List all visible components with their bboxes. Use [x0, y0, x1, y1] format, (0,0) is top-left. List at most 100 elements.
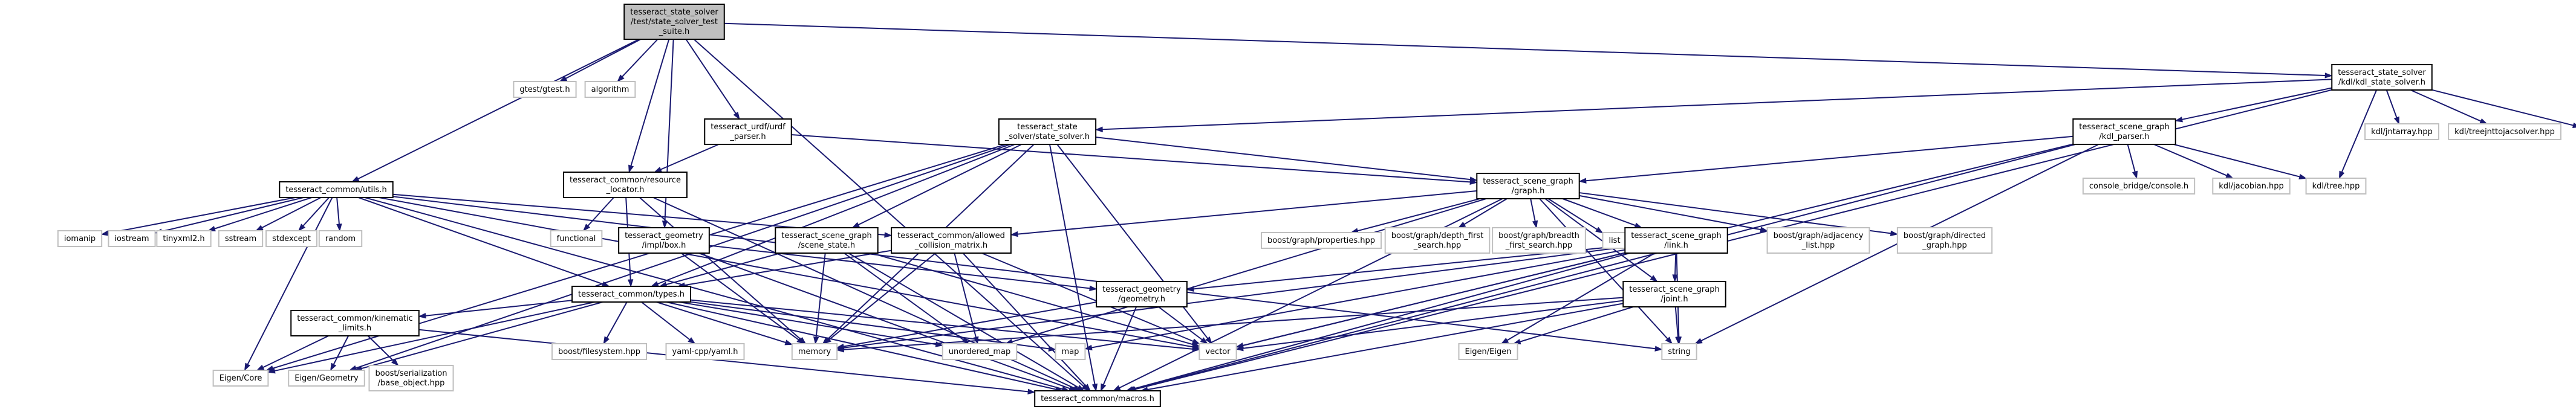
edge-line: [367, 335, 394, 362]
edge-kdlparser-to-macros: [1127, 144, 2076, 392]
edge-statesolver-to-vector: [1056, 144, 1212, 345]
node-box: [571, 286, 691, 303]
node-label: Eigen/Geometry: [294, 374, 359, 383]
node-label: /base_object.hpp: [378, 379, 445, 388]
edge-line: [630, 39, 670, 166]
node-kdlparser[interactable]: tesseract_scene_graph/kdl_parser.h: [2072, 118, 2176, 145]
edge-utils-to-iostream: [154, 197, 304, 234]
arrowhead: [1048, 346, 1057, 352]
edge-link-to-eigen: [1500, 252, 1656, 344]
node-link[interactable]: tesseract_scene_graph/link.h: [1624, 227, 1728, 254]
node-box: [1055, 343, 1086, 360]
node-stdexcept: stdexcept: [265, 230, 317, 247]
edge-scenestate-to-macros: [848, 252, 1085, 391]
edge-line: [666, 301, 1056, 390]
edge-joint-to-string: [1674, 306, 1681, 345]
node-kdlss[interactable]: tesseract_state_solver/kdl/kdl_state_sol…: [2331, 64, 2433, 91]
arrowhead: [255, 225, 264, 231]
edge-statesolver-to-scenestate: [851, 144, 1022, 228]
node-label: tesseract_scene_graph: [781, 231, 871, 240]
edge-geombox-to-geometry: [709, 245, 1098, 291]
node-label: tesseract_scene_graph: [1629, 285, 1719, 294]
node-macros[interactable]: tesseract_common/macros.h: [1034, 390, 1161, 407]
arrowhead: [784, 339, 793, 346]
node-label: /kdl_parser.h: [2099, 132, 2149, 141]
node-geombox[interactable]: tesseract_geometry/impl/box.h: [618, 227, 710, 254]
node-label: tesseract_common/macros.h: [1041, 394, 1154, 404]
edge-graph-to-string: [1539, 198, 1673, 345]
node-label: _collision_matrix.h: [914, 241, 987, 250]
node-graph[interactable]: tesseract_scene_graph/graph.h: [1476, 173, 1580, 199]
edge-kinlimits-to-macros: [418, 329, 1036, 394]
node-types[interactable]: tesseract_common/types.h: [571, 286, 691, 303]
node-label: /joint.h: [1660, 295, 1688, 304]
edge-line: [1158, 306, 1203, 341]
arrowhead: [1010, 231, 1018, 237]
edge-line: [2153, 144, 2227, 176]
arrowhead: [2393, 116, 2399, 125]
arrowhead: [1192, 346, 1200, 352]
edge-line: [1243, 300, 1624, 349]
node-label: _parser.h: [729, 132, 766, 141]
arrowhead: [627, 279, 634, 288]
edge-root-to-gtest: [559, 39, 642, 82]
node-label: kdl/jacobian.hpp: [2219, 182, 2283, 191]
arrowhead: [244, 362, 250, 371]
node-urdf[interactable]: tesseract_urdf/urdf_parser.h: [704, 118, 792, 145]
arrowhead: [1112, 385, 1121, 391]
edge-urdf-to-resloc: [654, 144, 719, 173]
edge-line: [361, 301, 603, 370]
node-label: tesseract_common/kinematic: [297, 314, 413, 323]
node-label: kdl/jntarray.hpp: [2371, 127, 2433, 137]
node-label: memory: [798, 347, 831, 356]
edge-line: [1579, 192, 1891, 234]
node-box: [1034, 390, 1161, 407]
node-acm[interactable]: tesseract_common/allowed_collision_matri…: [891, 227, 1012, 254]
node-kdljntarray: kdl/jntarray.hpp: [2364, 123, 2439, 140]
node-label: algorithm: [591, 85, 629, 94]
arrowhead: [2572, 122, 2576, 129]
node-box: [1384, 227, 1491, 254]
arrowhead: [1083, 384, 1091, 392]
node-scenestate[interactable]: tesseract_scene_graph/scene_state.h: [775, 227, 879, 254]
node-box: [513, 81, 577, 98]
node-box: [1260, 232, 1382, 249]
node-memory: memory: [791, 343, 838, 360]
edge-line: [871, 252, 1194, 346]
node-statesolver[interactable]: tesseract_state_solver/state_solver.h: [998, 118, 1097, 145]
edge-types-to-vector: [690, 299, 1200, 352]
node-box: [288, 370, 365, 387]
node-eigen: Eigen/Eigen: [1458, 343, 1518, 360]
node-string: string: [1661, 343, 1697, 360]
arrowhead: [796, 337, 805, 344]
edge-geombox-to-memory: [680, 252, 805, 344]
edge-line: [639, 197, 801, 340]
edge-statesolver-to-graph: [1096, 137, 1478, 182]
edge-line: [684, 249, 892, 286]
edge-line: [709, 245, 1090, 289]
node-kdltree: kdl/tree.hpp: [2305, 178, 2367, 195]
edge-line: [1102, 79, 2332, 130]
node-label: kdl/treejnttojacsolver.hpp: [2454, 127, 2555, 137]
arrowhead: [603, 336, 610, 345]
node-joint[interactable]: tesseract_scene_graph/joint.h: [1622, 281, 1726, 307]
edge-line: [844, 297, 1624, 350]
node-utils[interactable]: tesseract_common/utils.h: [279, 181, 394, 198]
node-box: [665, 343, 745, 360]
edge-line: [587, 197, 614, 227]
node-resloc[interactable]: tesseract_common/resource_locator.h: [563, 172, 688, 198]
edge-line: [1547, 198, 1598, 230]
edge-kdlparser-to-console: [2127, 144, 2138, 179]
edge-kinlimits-to-eigencore: [256, 335, 329, 371]
edge-link-to-vector: [1235, 252, 1625, 349]
arrowhead: [1084, 344, 1093, 351]
node-label: boost/graph/depth_first: [1391, 231, 1484, 240]
node-kinlimits[interactable]: tesseract_common/kinematic_limits.h: [290, 310, 420, 336]
edge-line: [1012, 198, 1486, 342]
node-vector: vector: [1199, 343, 1237, 360]
edge-line: [425, 300, 573, 317]
edge-line: [1463, 198, 1508, 225]
node-geometry[interactable]: tesseract_geometry/geometry.h: [1096, 281, 1188, 307]
node-box: [775, 227, 879, 254]
node-box: [1476, 173, 1580, 199]
